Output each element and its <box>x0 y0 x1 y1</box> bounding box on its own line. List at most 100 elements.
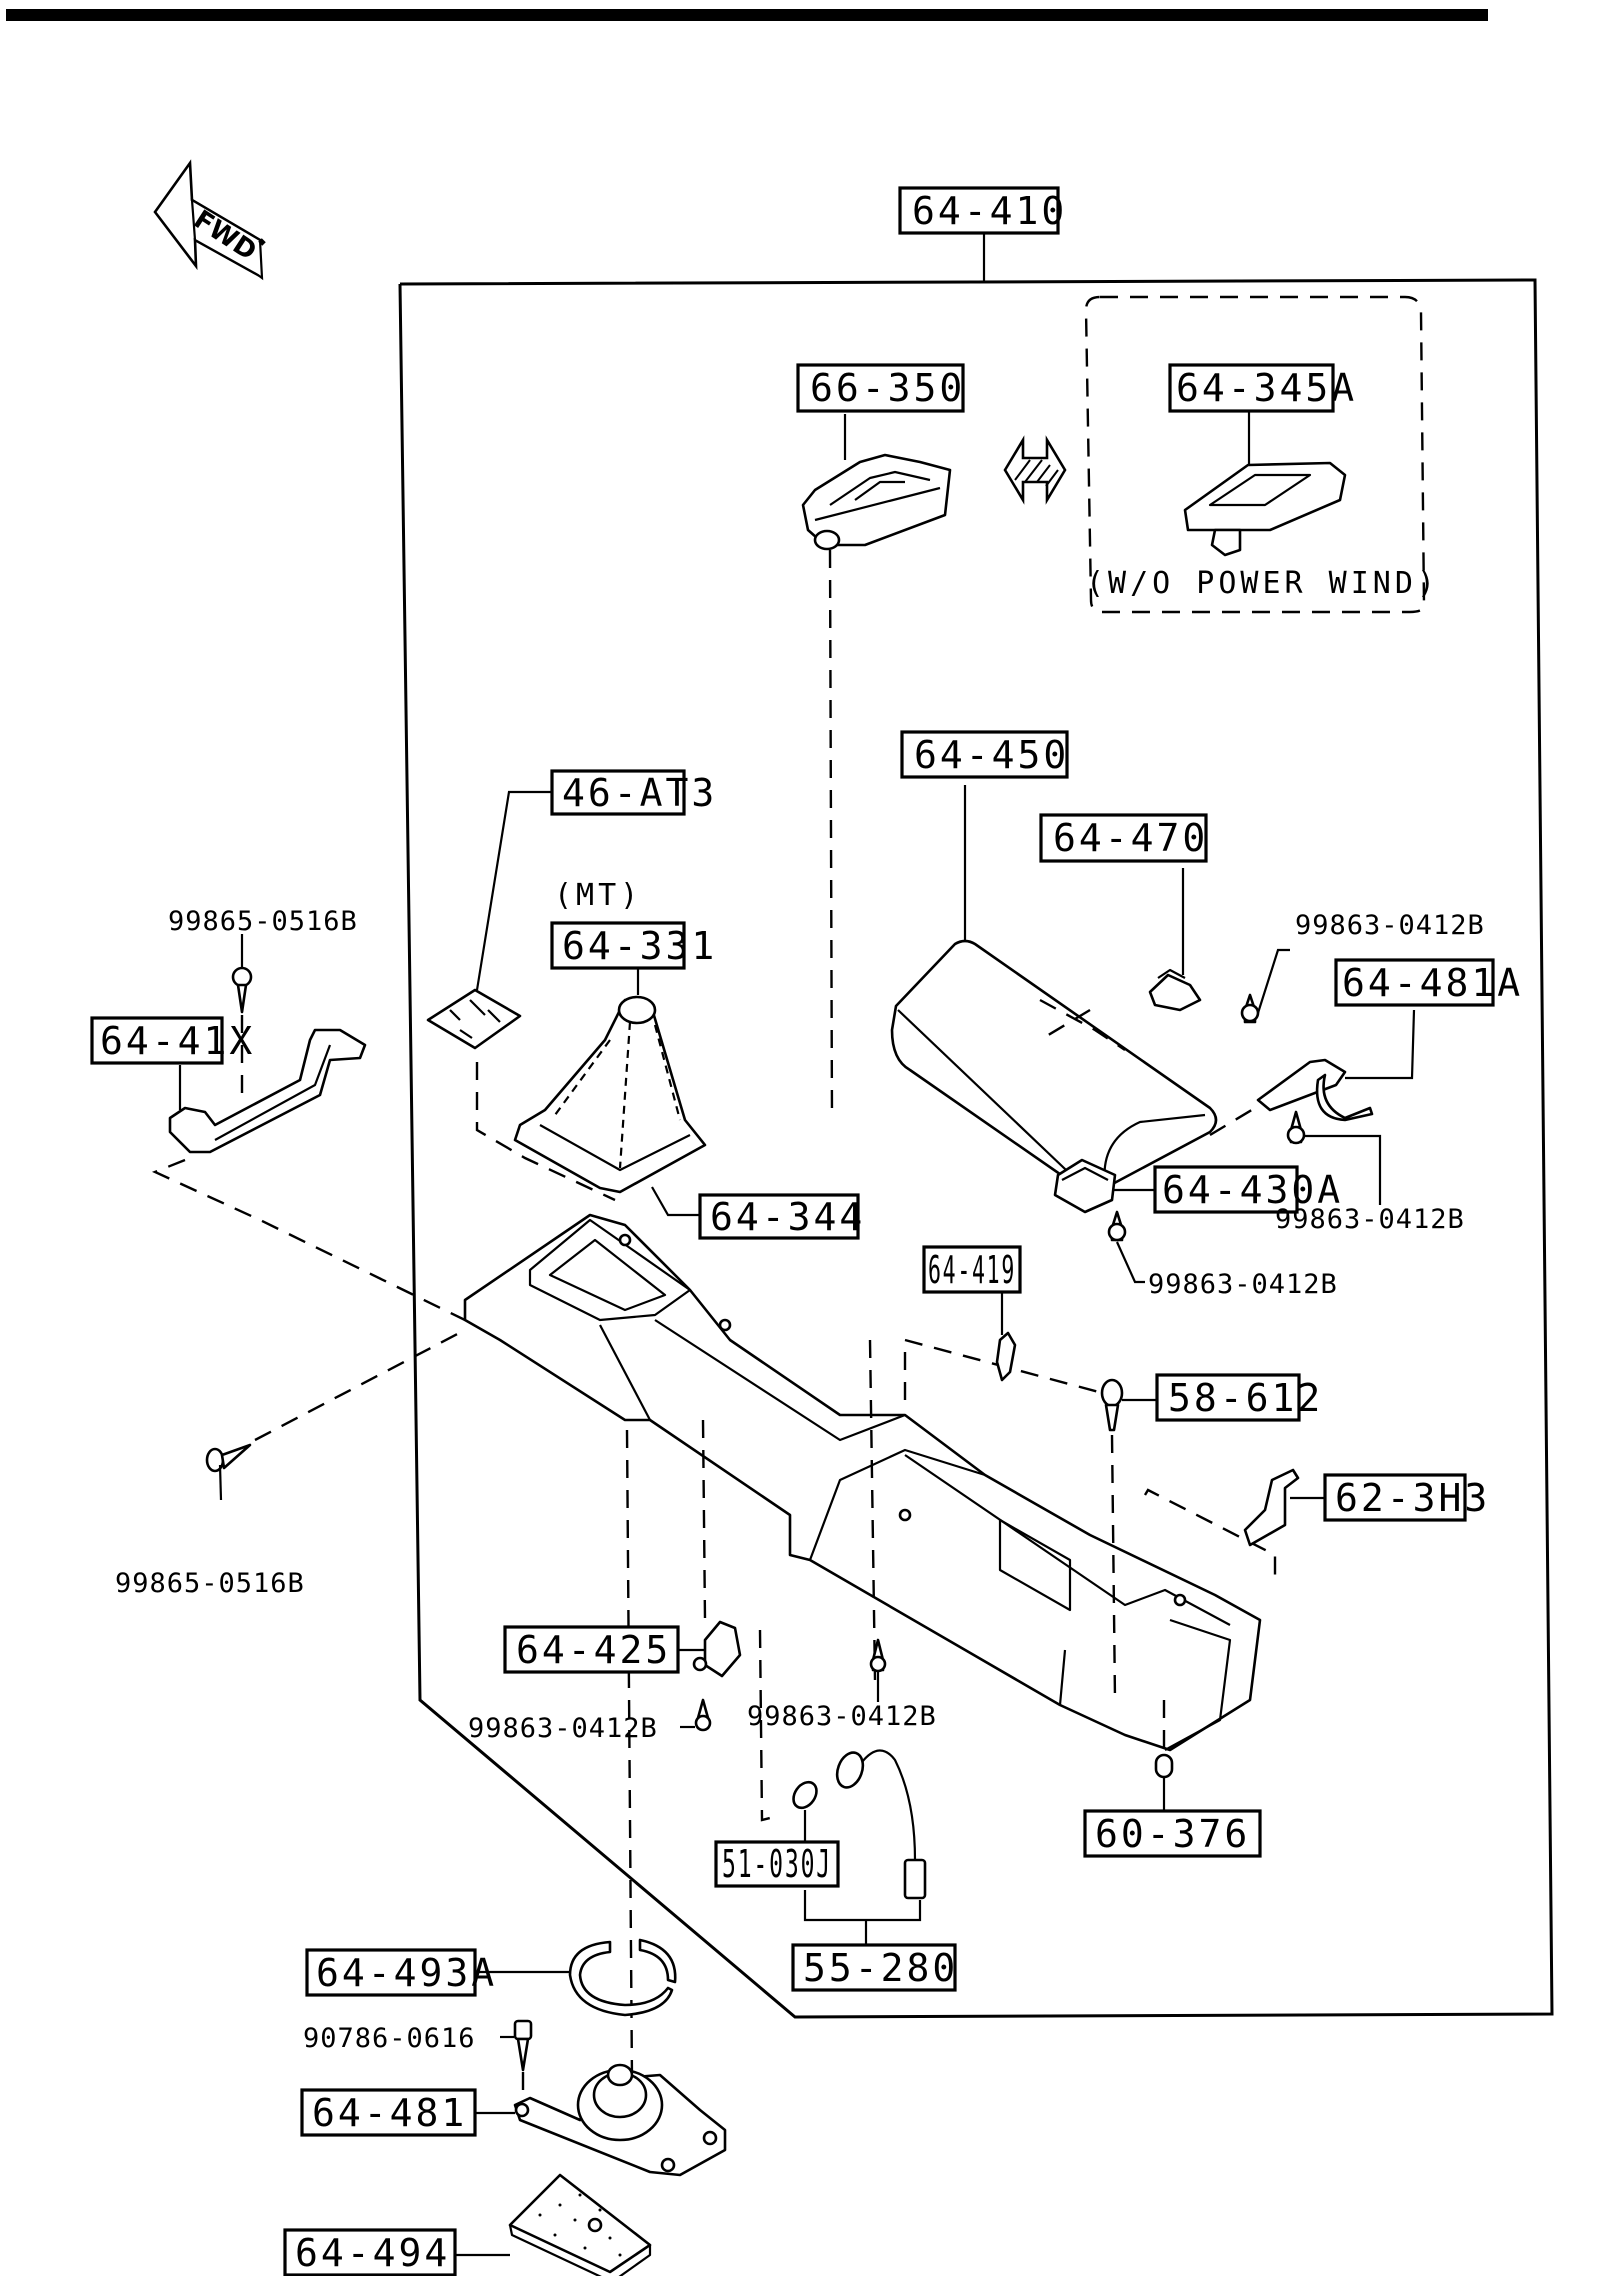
part-label[interactable]: 64-344 <box>698 1193 865 1240</box>
svg-text:64-493A: 64-493A <box>316 1951 497 1995</box>
part-label[interactable]: 55-280 <box>791 1943 958 1992</box>
svg-text:60-376: 60-376 <box>1095 1812 1250 1856</box>
shift-boot <box>513 995 707 1194</box>
svg-text:64-425: 64-425 <box>516 1628 671 1672</box>
screw-icon <box>231 966 253 1014</box>
guide-46-AT3 <box>475 1062 616 1202</box>
interchangeable-arrow-icon <box>1003 435 1067 505</box>
leader-46-AT3 <box>475 790 552 991</box>
guide-64-425 <box>701 1419 707 1621</box>
part-label[interactable]: 46-AT3 <box>550 769 717 816</box>
part-label[interactable]: 64-430A <box>1153 1165 1343 1214</box>
fastener-label[interactable]: 99863-0412B <box>468 1713 658 1744</box>
retainer-clip <box>692 1620 742 1678</box>
console-end-bracket <box>1243 1468 1300 1547</box>
bulb <box>792 1780 818 1810</box>
part-label[interactable]: 64-345A <box>1168 363 1357 413</box>
switch-blank-plate <box>1183 461 1347 557</box>
leader-screw-f4 <box>1115 1241 1145 1284</box>
lid-hinge <box>1148 968 1202 1012</box>
lamp-socket <box>1100 1378 1124 1432</box>
fastener-label[interactable]: 99863-0412B <box>1295 910 1485 941</box>
screw-icon <box>1286 1110 1306 1145</box>
fastener-label[interactable]: 99863-0412B <box>1275 1204 1465 1235</box>
fastener-label[interactable]: 99863-0412B <box>747 1701 937 1732</box>
guide-58-612 <box>1110 1434 1117 1701</box>
guide-66-350 <box>828 549 834 1121</box>
option-note: (MT) <box>554 878 642 913</box>
guide-64-481A <box>1209 1103 1261 1137</box>
shift-pattern-plate <box>426 988 522 1050</box>
console-clip <box>995 1331 1017 1382</box>
leader-screw-f3 <box>1304 1134 1382 1205</box>
guide-screw-f5 <box>254 1328 466 1442</box>
header-rule <box>6 9 1488 21</box>
part-label[interactable]: 64-481A <box>1334 958 1523 1007</box>
svg-text:55-280: 55-280 <box>803 1946 958 1990</box>
console-cap <box>1154 1753 1174 1779</box>
part-label[interactable]: 60-376 <box>1083 1809 1262 1858</box>
leader-screw-f5 <box>218 1464 223 1501</box>
texture-dots <box>538 2193 622 2257</box>
leader-64-481A <box>1345 1009 1416 1080</box>
screw-icon <box>1107 1210 1127 1242</box>
svg-text:64-430A: 64-430A <box>1162 1168 1343 1212</box>
part-label[interactable]: 64-450 <box>900 730 1069 779</box>
screw-icon <box>1240 993 1260 1024</box>
part-label[interactable]: 66-350 <box>796 363 965 413</box>
lid-lock-bracket <box>1256 1058 1374 1122</box>
svg-text:64-419: 64-419 <box>928 1248 1016 1292</box>
svg-text:64-494: 64-494 <box>295 2231 450 2275</box>
part-label[interactable]: 64-331 <box>550 921 717 970</box>
variant-group-outline <box>1084 295 1426 614</box>
guide-screw-f7 <box>868 1339 877 1681</box>
console-bracket <box>168 1028 367 1154</box>
console-body <box>463 1213 1262 1752</box>
svg-text:62-3H3: 62-3H3 <box>1335 1476 1490 1520</box>
guide-shift-center <box>625 1429 634 2081</box>
part-label[interactable]: 58-612 <box>1155 1373 1323 1422</box>
shift-base-plate <box>513 2063 727 2177</box>
insulator-pad <box>508 2173 652 2276</box>
svg-text:66-350: 66-350 <box>810 366 965 410</box>
fastener-label[interactable]: 99865-0516B <box>168 906 358 937</box>
screw-icon <box>694 1698 712 1732</box>
fastener-label[interactable]: 99865-0516B <box>115 1568 305 1599</box>
svg-text:64-345A: 64-345A <box>1176 366 1357 410</box>
part-label[interactable]: 64-493A <box>305 1948 497 1997</box>
svg-text:64-450: 64-450 <box>914 733 1069 777</box>
forward-arrow-icon: FWD <box>153 159 266 281</box>
svg-text:64-331: 64-331 <box>562 924 717 968</box>
part-label[interactable]: 64-41X <box>90 1016 255 1065</box>
part-label[interactable]: 64-419 <box>922 1245 1022 1294</box>
svg-text:58-612: 58-612 <box>1168 1376 1323 1420</box>
svg-text:64-481A: 64-481A <box>1342 961 1523 1005</box>
part-label[interactable]: 64-470 <box>1039 813 1208 863</box>
svg-text:64-410: 64-410 <box>912 189 1067 233</box>
leader-55-280-bracket <box>803 1890 922 1922</box>
part-label[interactable]: 62-3H3 <box>1323 1473 1490 1522</box>
part-label[interactable]: 64-494 <box>283 2228 457 2276</box>
part-label[interactable]: 64-425 <box>503 1625 680 1674</box>
guide-51-030J <box>758 1629 771 1822</box>
svg-text:46-AT3: 46-AT3 <box>562 771 717 815</box>
part-label[interactable]: 64-410 <box>898 186 1067 235</box>
svg-text:64-41X: 64-41X <box>100 1019 255 1063</box>
variant-note: (W/O POWER WIND) <box>1086 566 1439 601</box>
part-label[interactable]: 64-481 <box>300 2088 477 2137</box>
assembly-outline <box>398 278 1554 2019</box>
guide-64-41X <box>151 1158 466 1322</box>
fastener-label[interactable]: 90786-0616 <box>303 2023 476 2054</box>
leader-screw-f2 <box>1256 948 1290 1014</box>
boot-retaining-ring <box>568 1938 677 2017</box>
fastener-label[interactable]: 99863-0412B <box>1148 1269 1338 1300</box>
part-label[interactable]: 51-030J <box>714 1840 840 1888</box>
guide-64-470 <box>1039 998 1126 1051</box>
screw-icon <box>869 1638 887 1673</box>
svg-text:64-481: 64-481 <box>312 2091 467 2135</box>
lid-latch <box>1053 1158 1117 1214</box>
bolt-icon <box>513 2019 533 2072</box>
guide-62-3H3 <box>1143 1488 1277 1575</box>
svg-text:64-470: 64-470 <box>1053 816 1208 860</box>
leader-64-344 <box>651 1186 700 1217</box>
